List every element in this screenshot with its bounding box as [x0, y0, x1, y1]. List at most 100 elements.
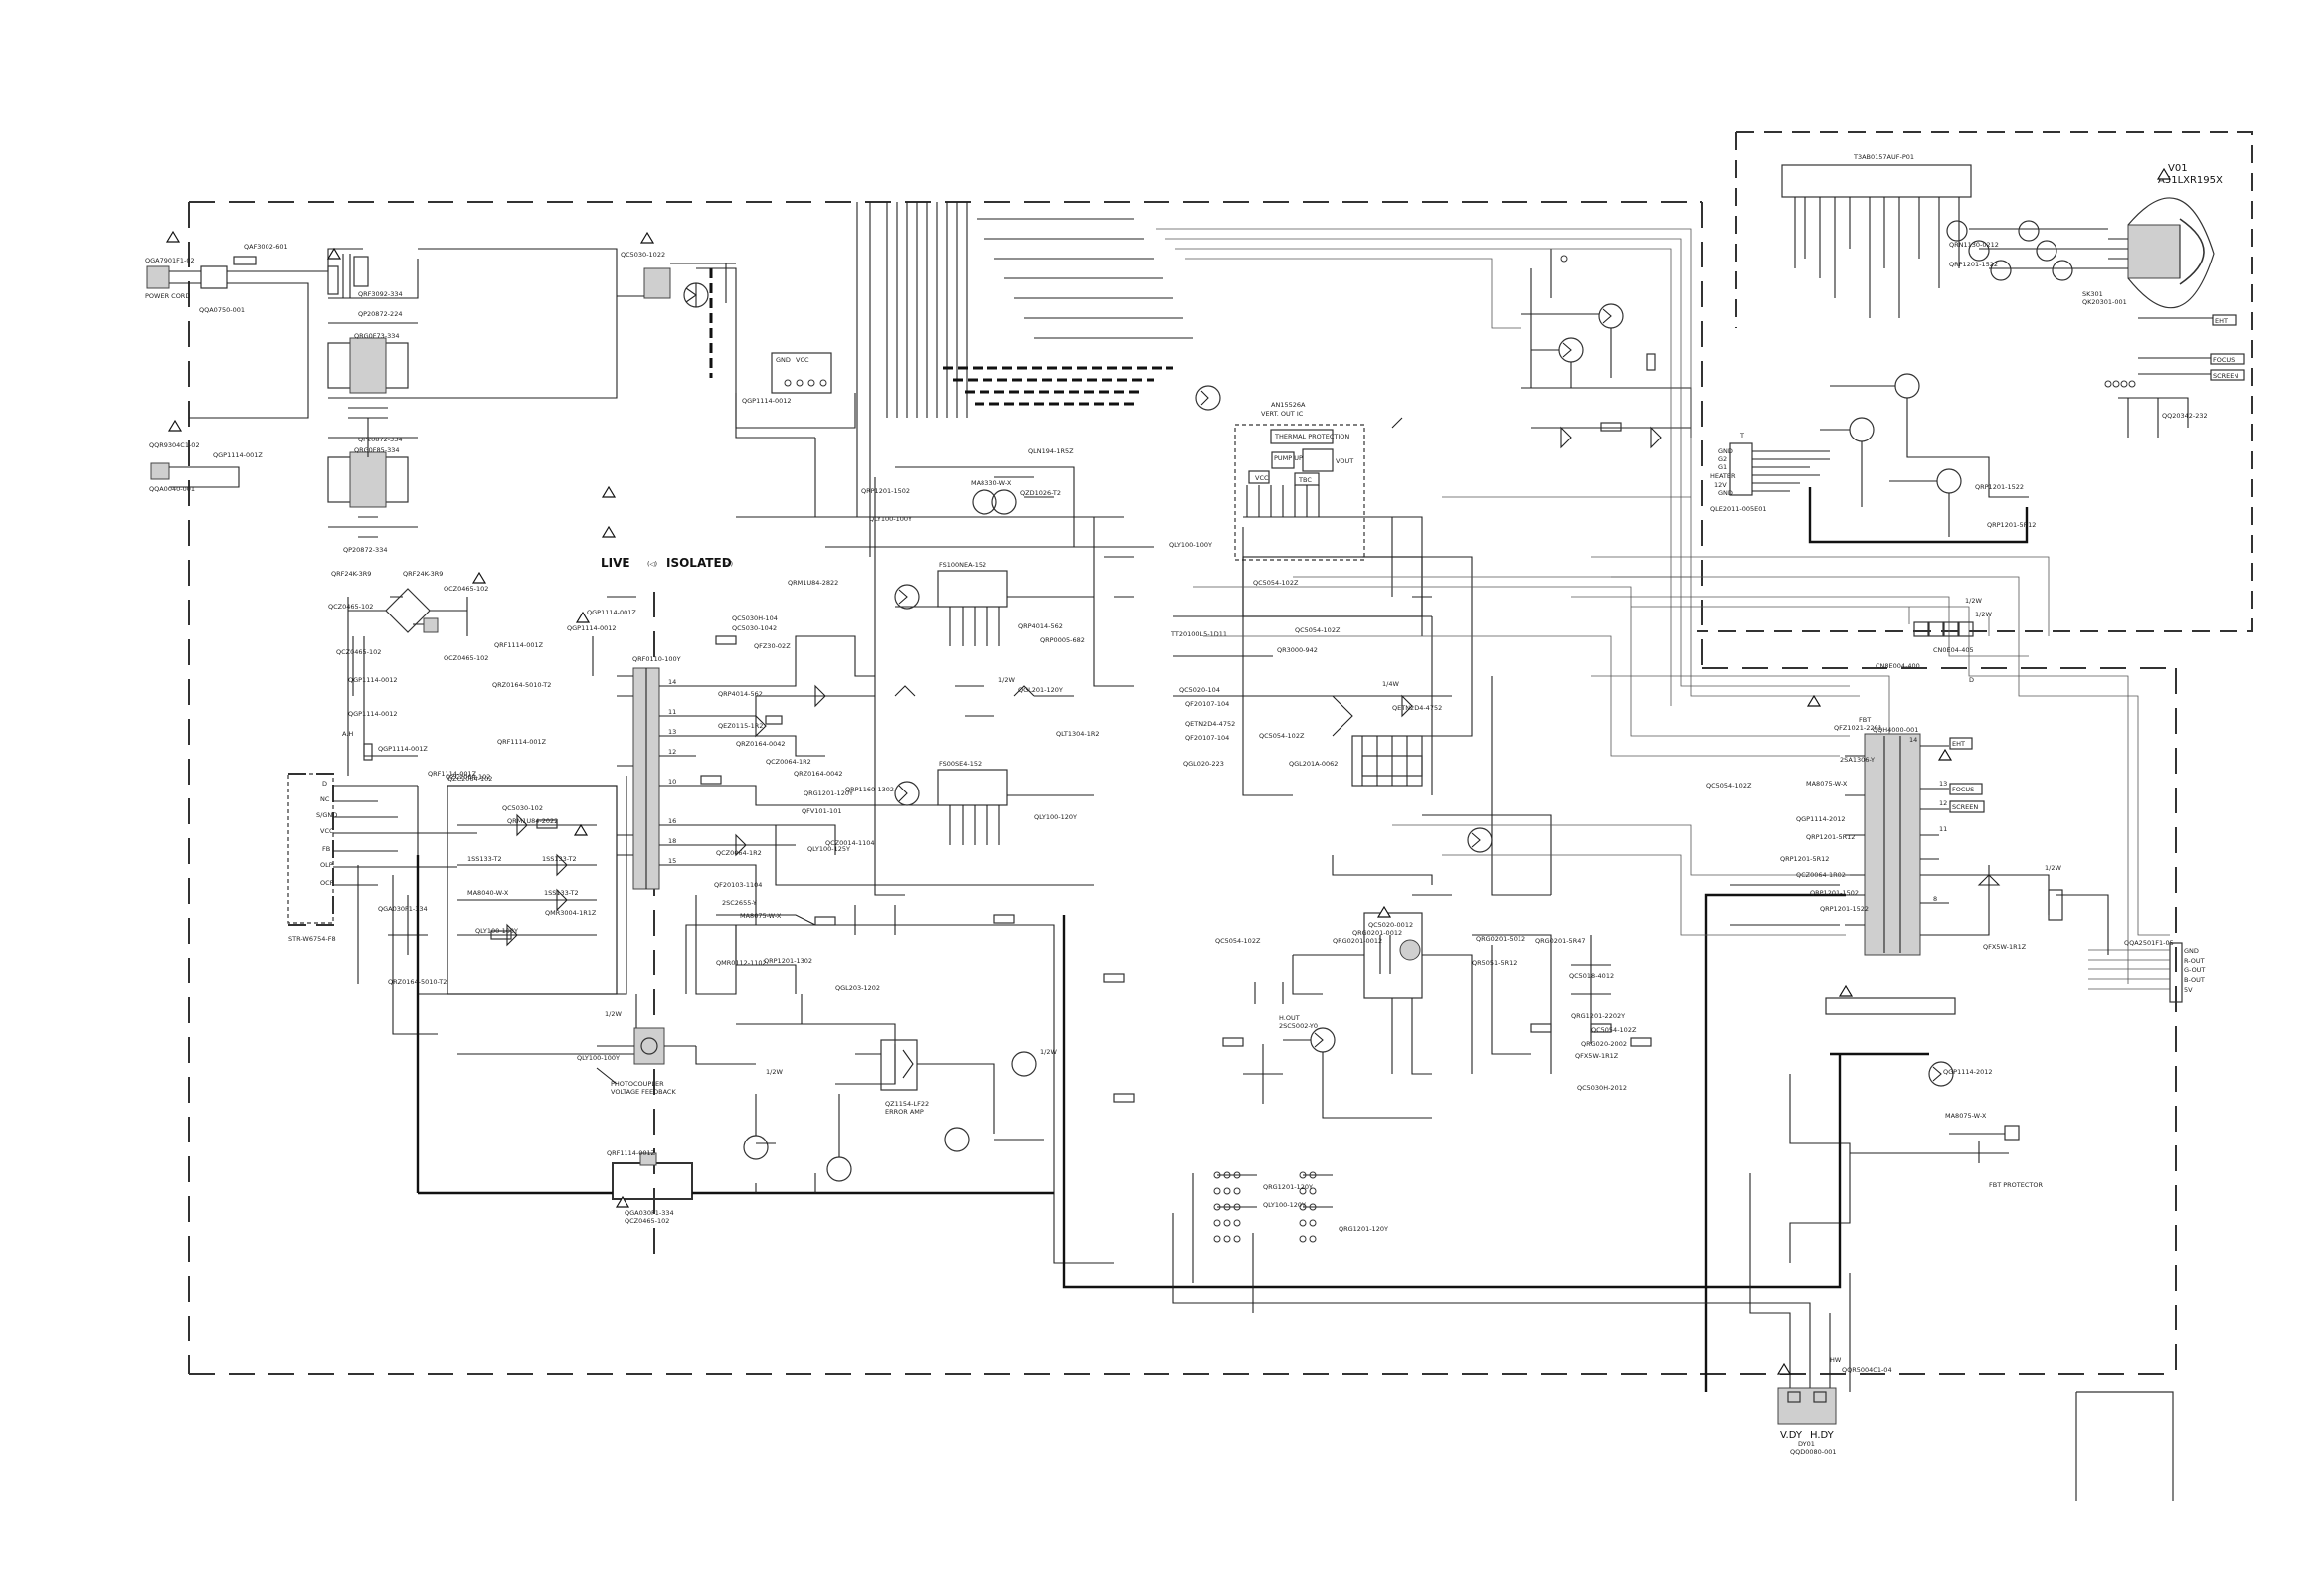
svg-text:OLP: OLP [320, 861, 333, 869]
svg-text:CN0E04-405: CN0E04-405 [1933, 646, 1974, 654]
svg-text:QQR5004C1-04: QQR5004C1-04 [1842, 1366, 1892, 1374]
svg-text:QRG1201-2202Y: QRG1201-2202Y [1571, 1012, 1625, 1020]
svg-text:QQR9304C1-02: QQR9304C1-02 [149, 441, 200, 449]
svg-text:QRF1114-001Z: QRF1114-001Z [428, 770, 477, 778]
svg-text:QC5054-102Z: QC5054-102Z [1259, 732, 1305, 740]
svg-text:SK301: SK301 [2082, 290, 2103, 298]
svg-text:R-OUT: R-OUT [2184, 957, 2205, 965]
svg-text:QRF24K-3R9: QRF24K-3R9 [331, 570, 371, 578]
svg-text:QC5030H-104: QC5030H-104 [732, 614, 778, 622]
standby-transformer: QC5030-1022 [617, 251, 736, 308]
svg-text:QRP0005-682: QRP0005-682 [1040, 636, 1085, 644]
svg-text:8: 8 [1933, 895, 1937, 903]
bottom-standby-link: QRF1114-001Z QGA030F1-334 QCZ0465-102 [418, 1149, 741, 1225]
crt-ref: V01 [2168, 163, 2188, 174]
svg-text:1/2W: 1/2W [1975, 611, 1992, 618]
svg-text:QC5030-102: QC5030-102 [502, 804, 543, 812]
power-cord-label: POWER CORD [145, 292, 190, 300]
misc-components: 1/2W 1/2W [755, 417, 1652, 1193]
svg-text:QR5051-5R12: QR5051-5R12 [1472, 959, 1517, 966]
regulator-ic-1: FS100NEA-152 [894, 561, 1094, 646]
hv-transistors-top [1521, 249, 1692, 449]
svg-text:QFZ1021-2201: QFZ1021-2201 [1834, 724, 1882, 732]
svg-text:1/2W: 1/2W [1965, 597, 1982, 605]
svg-text:QGP1114-2012: QGP1114-2012 [1796, 815, 1846, 823]
svg-text:VCC: VCC [796, 356, 809, 364]
svg-text:QRZ0164-0042: QRZ0164-0042 [794, 770, 843, 778]
svg-text:QGP1114-0012: QGP1114-0012 [742, 397, 792, 405]
svg-text:QRG1201-120Y: QRG1201-120Y [1263, 1183, 1313, 1191]
svg-text:QRF24K-3R9: QRF24K-3R9 [403, 570, 443, 578]
warning-symbols [165, 167, 2172, 1375]
svg-text:FS00SE4-152: FS00SE4-152 [939, 760, 982, 768]
svg-text:1SS133-T2: 1SS133-T2 [544, 889, 579, 897]
svg-text:QC5054-102Z: QC5054-102Z [1253, 579, 1299, 587]
svg-text:QRP1201-1522: QRP1201-1522 [1975, 483, 2024, 491]
svg-text:1/4W: 1/4W [1382, 680, 1399, 688]
svg-text:14: 14 [1909, 736, 1917, 744]
svg-text:QGP1114-0012: QGP1114-0012 [348, 676, 398, 684]
svg-text:QRP1201-5R12: QRP1201-5R12 [1987, 521, 2036, 529]
svg-text:MA8330-W-X: MA8330-W-X [971, 479, 1012, 487]
line-filter: QAF3002-601 QRF3092-334 QP20872-224 QRG0… [189, 243, 618, 554]
svg-text:QRZ0164-5010-T2: QRZ0164-5010-T2 [492, 681, 551, 689]
svg-text:1/2W: 1/2W [605, 1010, 622, 1018]
svg-text:QRP1201-5R12: QRP1201-5R12 [1780, 855, 1829, 863]
svg-text:1/2W: 1/2W [1040, 1048, 1057, 1056]
svg-text:QRF3092-334: QRF3092-334 [358, 290, 403, 298]
svg-text:1/2W: 1/2W [998, 676, 1015, 684]
svg-text:QC5030H-2012: QC5030H-2012 [1577, 1084, 1627, 1092]
svg-text:QF20107-104: QF20107-104 [1185, 700, 1229, 708]
photocoupler: PHOTOCOUPLER VOLTAGE FEEDBACK QLY100-100… [577, 1010, 756, 1096]
crt-type: A51LXR195X [2158, 175, 2223, 186]
svg-text:14: 14 [668, 678, 676, 686]
svg-text:QRG1201-120Y: QRG1201-120Y [1339, 1225, 1388, 1233]
bridge-rectifier: QRF24K-3R9 QRF24K-3R9 QCZ0465-102 QCZ046… [328, 570, 488, 776]
svg-text:QGP1114-0012: QGP1114-0012 [348, 710, 398, 718]
svg-text:TT20100L5-1D11: TT20100L5-1D11 [1170, 630, 1227, 638]
main-switching-ic: D NC S/GND VCC FB OLP OCP STR-W6754-F8 [287, 636, 627, 995]
svg-text:QETN2D4-4752: QETN2D4-4752 [1392, 704, 1442, 712]
svg-text:G1: G1 [1718, 463, 1727, 471]
svg-text:QRG0F85-334: QRG0F85-334 [354, 446, 400, 454]
svg-text:QRZ0164-0042: QRZ0164-0042 [736, 740, 786, 748]
svg-text:T: T [1739, 432, 1744, 439]
fbt-screen-label: SCREEN [1952, 803, 1978, 811]
secondary-rectifiers: MA8330-W-X QZD1026-T2 QRP1201-1502 QLY10… [685, 438, 1154, 994]
svg-text:QRF1114-001Z: QRF1114-001Z [494, 641, 544, 649]
bottom-right-frame [2075, 1391, 2174, 1501]
svg-text:11: 11 [668, 708, 676, 716]
crt-screen-label: SCREEN [2213, 372, 2238, 380]
secondary-lower: QF20103-1104 2SC2655-Y MA8075-W-X QMR011… [457, 881, 1114, 1264]
svg-text:PUMP UP: PUMP UP [1274, 454, 1303, 462]
svg-text:MA8075-W-X: MA8075-W-X [1806, 780, 1848, 788]
svg-text:QQA0750-001: QQA0750-001 [199, 306, 245, 314]
crt-focus-label: FOCUS [2213, 356, 2235, 364]
svg-text:QGL201A-0062: QGL201A-0062 [1289, 760, 1338, 768]
svg-text:QEZ0115-1R2: QEZ0115-1R2 [718, 722, 763, 730]
svg-text:QCZ0465-102: QCZ0465-102 [444, 585, 488, 593]
svg-text:QRG0201-5012: QRG0201-5012 [1476, 935, 1525, 943]
svg-text:S/GND: S/GND [316, 811, 337, 819]
svg-text:D: D [1969, 676, 1974, 684]
svg-text:HW: HW [1830, 1356, 1842, 1364]
svg-text:QRG0F73-334: QRG0F73-334 [354, 332, 400, 340]
svg-text:QCZ0465-102: QCZ0465-102 [328, 603, 373, 611]
svg-text:DY01: DY01 [1798, 1440, 1815, 1448]
svg-text:TBC: TBC [1298, 476, 1312, 484]
svg-text:QLN194-1R5Z: QLN194-1R5Z [1028, 447, 1074, 455]
svg-text:VCC: VCC [320, 827, 334, 835]
thick-ground-loop [416, 855, 1851, 1392]
fbt-side-network: 1/2W QFX5W-1R1Z [1730, 864, 2109, 955]
crt-drive-board: T3AB0157AUF-P01 QRN1130-0212 QRP1201-152… [1781, 153, 2108, 544]
svg-text:QP20872-224: QP20872-224 [358, 310, 402, 318]
svg-text:QRP1201-1302: QRP1201-1302 [764, 957, 812, 965]
svg-text:QETN2D4-4752: QETN2D4-4752 [1185, 720, 1235, 728]
svg-text:B-OUT: B-OUT [2184, 976, 2205, 984]
svg-text:QLY100-100Y: QLY100-100Y [1169, 541, 1212, 549]
svg-text:QRP1201-1522: QRP1201-1522 [1949, 261, 1998, 268]
svg-text:QGL020-223: QGL020-223 [1183, 760, 1224, 768]
svg-text:QGA030F1-334: QGA030F1-334 [625, 1209, 674, 1217]
svg-text:2SA1306-Y: 2SA1306-Y [1840, 756, 1875, 764]
svg-text:QC5054-102Z: QC5054-102Z [1295, 626, 1341, 634]
